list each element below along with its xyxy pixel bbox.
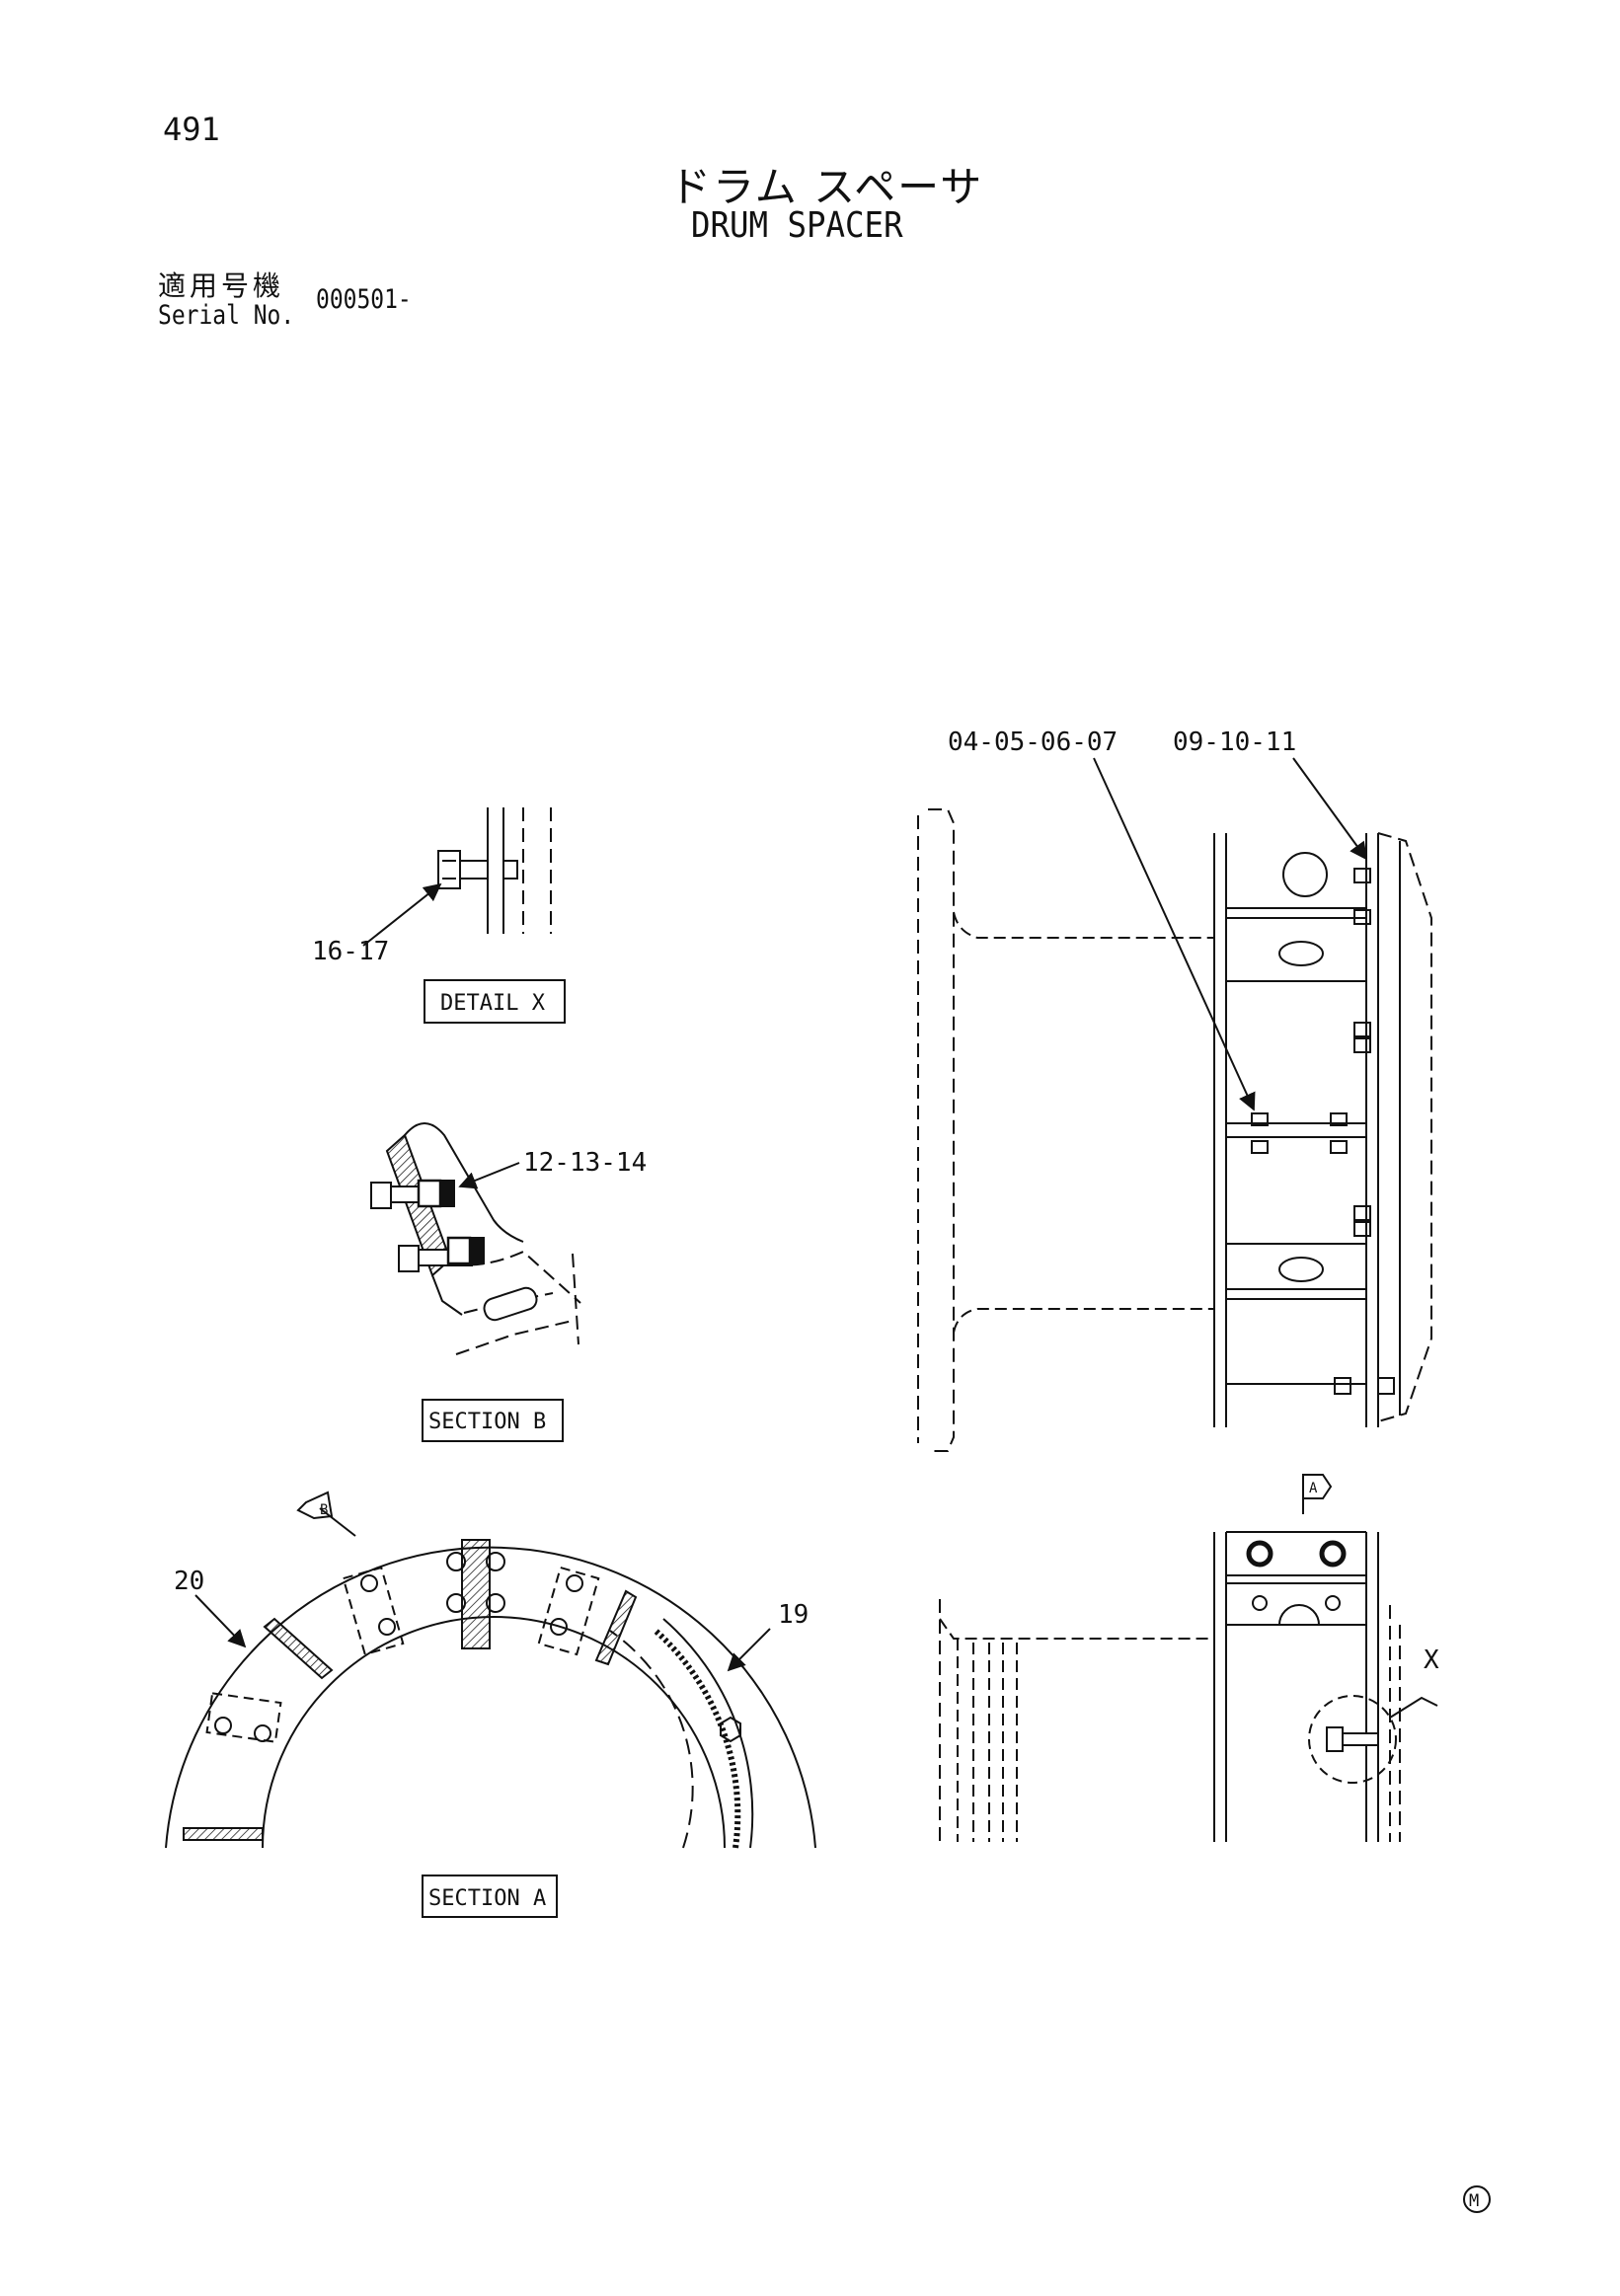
serial-label-japanese: 適用号機	[158, 269, 285, 302]
callout-x: X	[1424, 1645, 1439, 1675]
serial-number-value: 000501-	[316, 284, 412, 315]
callout-16-17: 16-17	[312, 937, 389, 966]
callout-20: 20	[174, 1567, 204, 1596]
section-b-view: 12-13-14 SECTION B	[370, 1122, 647, 1442]
page-title: DRUM SPACER	[691, 205, 903, 246]
section-a-label: SECTION A	[428, 1886, 546, 1911]
callout-04-05-06-07: 04-05-06-07	[948, 727, 1118, 757]
manufacturer-mark: M	[1463, 2185, 1491, 2213]
section-b-label: SECTION B	[428, 1410, 546, 1434]
lower-right-view: A X	[939, 1474, 1439, 1842]
detail-x-view: 16-17 DETAIL X	[312, 807, 566, 1024]
view-b-flag: B	[320, 1502, 328, 1518]
page-number: 491	[163, 111, 220, 148]
section-a-view: B 20 19 SECTION A	[165, 1491, 816, 1918]
callout-19: 19	[778, 1600, 809, 1630]
page-title-japanese: ドラム スペーサ	[669, 163, 984, 211]
detail-x-label: DETAIL X	[440, 991, 546, 1016]
view-a-flag: A	[1309, 1481, 1318, 1496]
serial-label: Serial No.	[158, 300, 295, 331]
mark-letter: M	[1469, 2191, 1479, 2211]
callout-09-10-11: 09-10-11	[1173, 727, 1296, 757]
callout-12-13-14: 12-13-14	[523, 1148, 647, 1178]
side-elevation-view: 04-05-06-07 09-10-11	[917, 727, 1432, 1452]
